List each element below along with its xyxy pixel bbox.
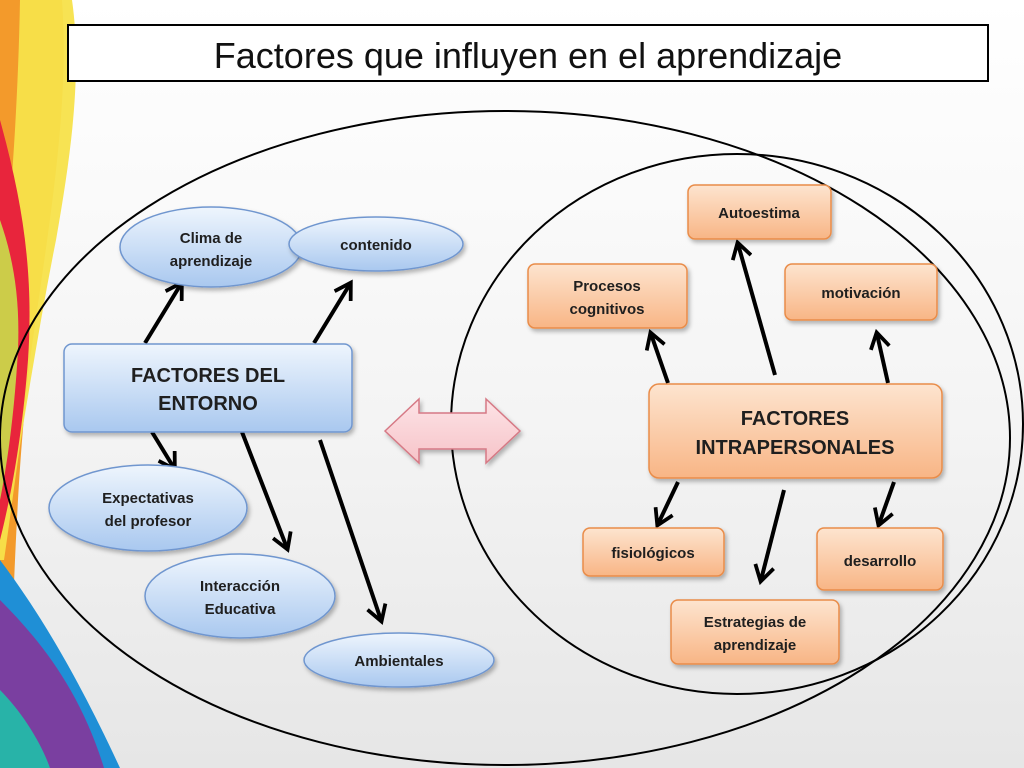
node-estrategias-line1: Estrategias de [704, 614, 807, 631]
node-clima[interactable]: Clima de aprendizaje [119, 206, 303, 288]
arrow-to-contenido [312, 284, 350, 345]
node-motivacion-label: motivación [821, 285, 900, 302]
arrow-to-desarrollo [879, 481, 896, 524]
node-autoestima-shape [687, 184, 832, 240]
node-estrategias-shape [670, 599, 840, 665]
node-factores-intrapersonales[interactable]: FACTORES INTRAPERSONALES [648, 383, 943, 479]
node-ambientales-shape [303, 632, 495, 688]
node-autoestima-label: Autoestima [718, 205, 800, 222]
node-contenido-label: contenido [340, 237, 412, 254]
node-factores-intrapersonales-shape [648, 383, 943, 479]
node-procesos-line1: Procesos [573, 278, 641, 295]
node-autoestima[interactable]: Autoestima [687, 184, 832, 240]
arrow-to-interaccion [240, 431, 287, 548]
node-motivacion-shape [784, 263, 938, 321]
node-interaccion[interactable]: Interacción Educativa [144, 553, 336, 639]
node-interaccion-shape [144, 553, 336, 639]
node-ambientales[interactable]: Ambientales [303, 632, 495, 688]
node-motivacion[interactable]: motivación [784, 263, 938, 321]
node-contenido[interactable]: contenido [288, 216, 464, 272]
node-procesos[interactable]: Procesos cognitivos [527, 263, 688, 329]
node-factores-entorno-shape [63, 343, 353, 433]
node-clima-line1: Clima de [180, 230, 243, 247]
node-interaccion-line1: Interacción [200, 578, 280, 595]
node-desarrollo-label: desarrollo [844, 553, 917, 570]
node-expectativas[interactable]: Expectativas del profesor [48, 464, 248, 552]
arrow-to-procesos [651, 334, 670, 384]
node-desarrollo[interactable]: desarrollo [816, 527, 944, 591]
intrapersonal-connectors [651, 244, 896, 580]
node-estrategias-line2: aprendizaje [714, 637, 797, 654]
node-factores-intrapersonales-line1: FACTORES [741, 408, 850, 430]
node-ambientales-label: Ambientales [354, 653, 443, 670]
page-title: Factores que influyen en el aprendizaje [214, 35, 842, 76]
arrow-to-estrategias [761, 489, 786, 580]
arrow-to-clima [143, 284, 181, 345]
node-contenido-shape [288, 216, 464, 272]
outer-ellipse [0, 110, 1011, 766]
node-factores-entorno-line1: FACTORES DEL [131, 365, 285, 387]
node-procesos-line2: cognitivos [569, 301, 644, 318]
node-clima-line2: aprendizaje [170, 253, 253, 270]
node-estrategias[interactable]: Estrategias de aprendizaje [670, 599, 840, 665]
node-desarrollo-shape [816, 527, 944, 591]
node-interaccion-line2: Educativa [205, 601, 277, 618]
node-expectativas-shape [48, 464, 248, 552]
node-clima-shape [119, 206, 303, 288]
node-factores-intrapersonales-line2: INTRAPERSONALES [696, 437, 895, 459]
node-expectativas-line2: del profesor [105, 513, 192, 530]
decorative-ribbons [0, 0, 120, 768]
arrow-to-motivacion [877, 334, 888, 384]
node-factores-entorno-line2: ENTORNO [158, 393, 258, 415]
arrow-to-fisiologicos [658, 481, 680, 524]
arrow-to-expectativas [150, 430, 174, 468]
node-fisiologicos-label: fisiológicos [611, 545, 694, 562]
arrow-to-ambientales [318, 439, 381, 620]
node-fisiologicos-shape [582, 527, 725, 577]
node-expectativas-line1: Expectativas [102, 490, 194, 507]
double-arrow-icon [383, 397, 522, 465]
title-box [67, 24, 989, 82]
arrow-to-autoestima [738, 244, 777, 376]
node-factores-entorno[interactable]: FACTORES DEL ENTORNO [63, 343, 353, 433]
node-procesos-shape [527, 263, 688, 329]
entorno-connectors [143, 284, 381, 620]
node-fisiologicos[interactable]: fisiológicos [582, 527, 725, 577]
